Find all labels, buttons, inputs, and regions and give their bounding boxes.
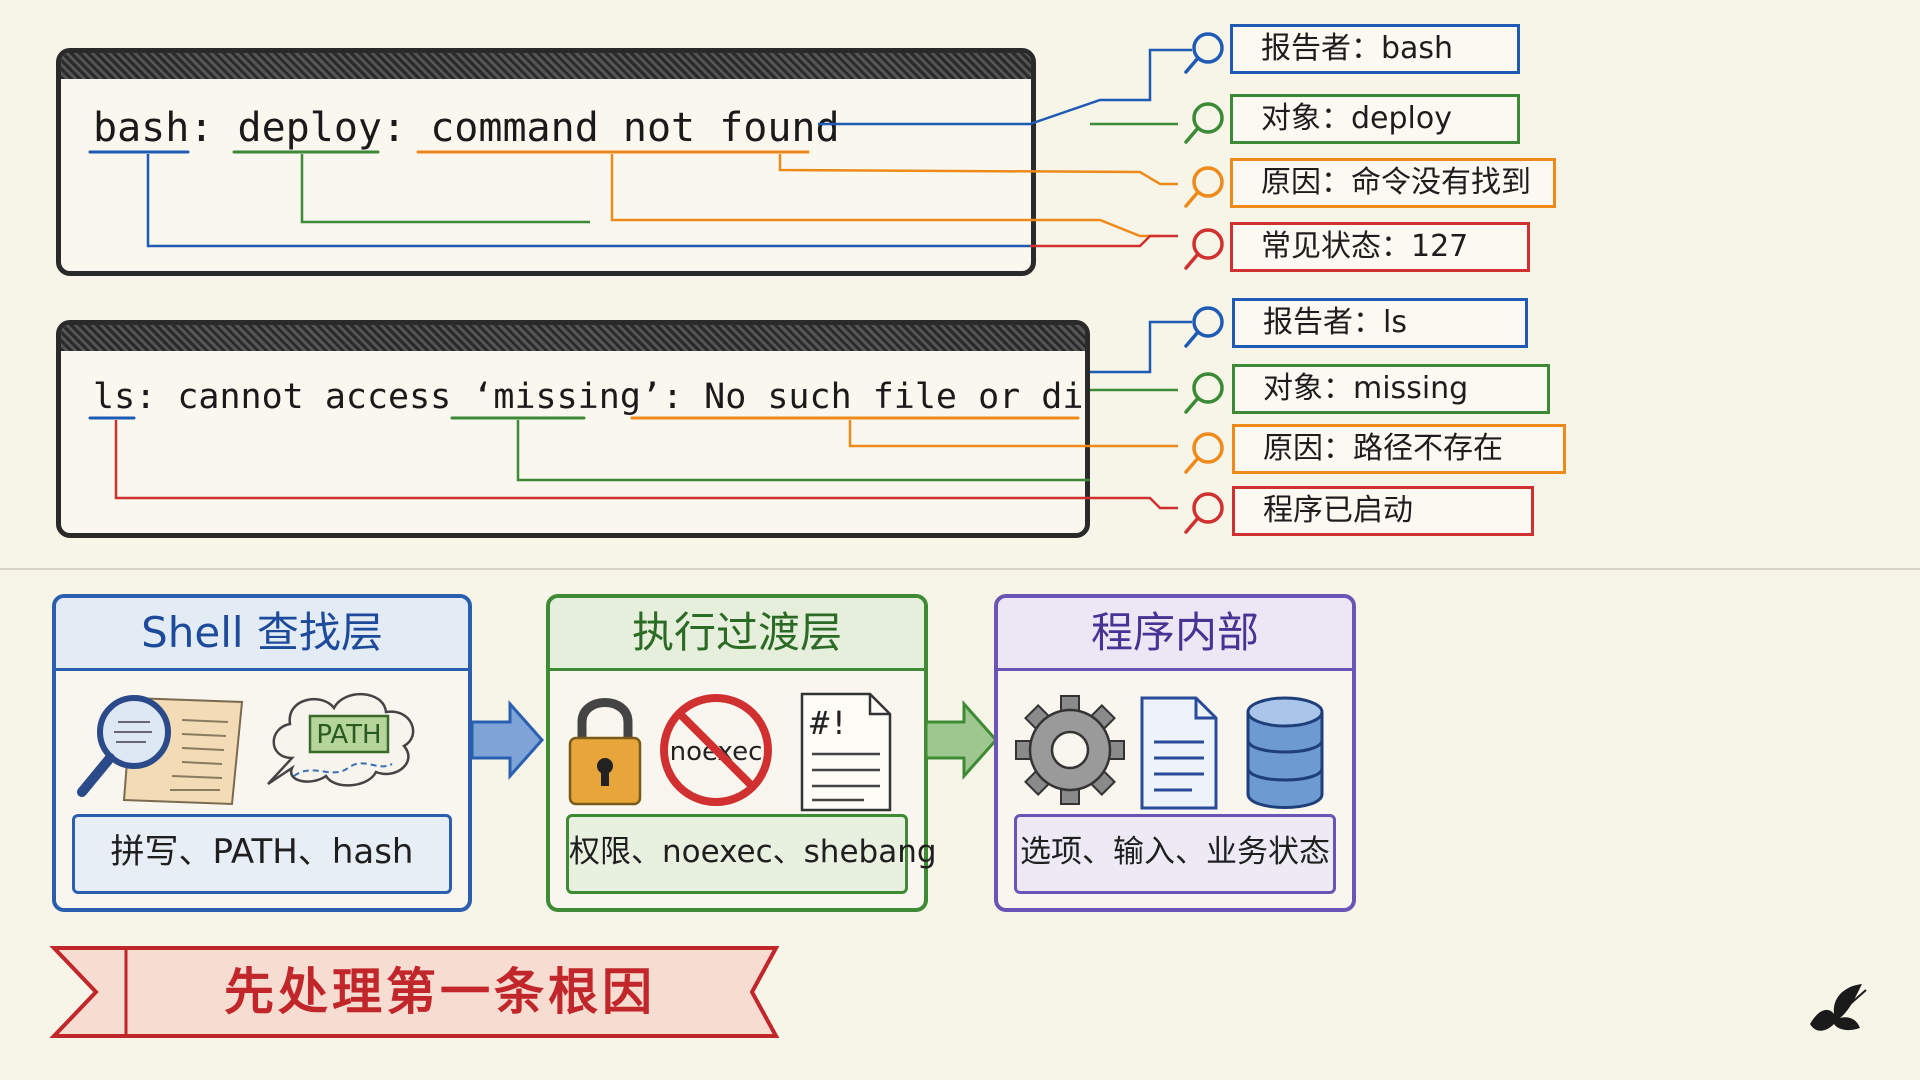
layer-title: Shell 查找层 (56, 598, 468, 671)
layer-panel-shell-lookup: Shell 查找层 PATH 拼写、PATH、hash (52, 594, 472, 912)
connector-reason-1 (778, 154, 1178, 186)
callout-status-127: 常见状态：127 (1230, 222, 1530, 272)
magnifier-icon (1184, 228, 1224, 270)
magnifier-icon (1184, 166, 1224, 208)
path-cloud-icon: PATH (267, 693, 415, 787)
layer-footer: 拼写、PATH、hash (72, 814, 452, 894)
terminal-window-bash: bash: deploy: command not found (56, 48, 1036, 276)
connector-status-1 (1030, 234, 1178, 248)
magnifier-icon (1184, 32, 1224, 74)
magnifier-icon (1184, 306, 1224, 348)
callout-reporter-ls: 报告者：ls (1232, 298, 1528, 348)
padlock-icon (568, 698, 642, 806)
callout-reason-path-missing: 原因：路径不存在 (1232, 424, 1566, 474)
ribbon-banner (49, 946, 780, 1038)
connector-reporter-1 (818, 48, 1192, 126)
error-prefix-bash: bash (93, 105, 190, 151)
terminal-command-line: ls: cannot access ‘missing’: No such fil… (93, 377, 1085, 417)
layer-footer: 权限、noexec、shebang (566, 814, 937, 894)
error-prefix-ls: ls (93, 377, 136, 417)
magnifier-icon (1184, 492, 1224, 534)
callout-program-started: 程序已启动 (1232, 486, 1534, 536)
program-internal-illustration (1015, 695, 1324, 810)
shebang-label: #! (810, 704, 849, 742)
error-message: command not found (430, 105, 840, 151)
terminal-window-ls: ls: cannot access ‘missing’: No such fil… (56, 320, 1090, 538)
callout-reason-not-found: 原因：命令没有找到 (1230, 158, 1556, 208)
magnifier-icon (1184, 432, 1224, 474)
magnifier-document-icon (77, 695, 244, 806)
error-object-deploy: deploy (237, 105, 383, 151)
layer-footer: 选项、输入、业务状态 (1014, 814, 1336, 894)
layer-panel-exec-transition: 执行过渡层 noexec #! 权限、noexec、shebang (546, 594, 937, 912)
noexec-prohibited-icon: noexec (660, 694, 772, 806)
arrow-right-icon (470, 700, 545, 780)
error-message: No such file or directory (704, 377, 1085, 417)
butterfly-logo-icon (1810, 984, 1867, 1031)
error-object-missing: ‘missing’ (472, 377, 662, 417)
callout-object-missing: 对象：missing (1232, 364, 1550, 414)
error-middle-text: cannot access (177, 377, 452, 417)
connector-reason-2 (848, 420, 1178, 448)
separator: : (135, 377, 157, 417)
separator: : (382, 105, 407, 151)
shell-lookup-illustration: PATH (77, 693, 415, 806)
terminal-command-line: bash: deploy: command not found (93, 105, 840, 151)
exec-transition-illustration: noexec #! (568, 692, 892, 812)
connector-reporter-2 (1090, 320, 1192, 374)
shebang-document-icon: #! (800, 692, 892, 812)
arrow-right-icon (924, 700, 999, 780)
magnifier-icon (1184, 102, 1224, 144)
banner-text: 先处理第一条根因 (224, 962, 656, 1021)
section-divider (0, 568, 1920, 570)
terminal-titlebar (61, 325, 1085, 351)
separator: : (661, 377, 684, 417)
layer-title: 执行过渡层 (550, 598, 924, 671)
magnifier-icon (1184, 372, 1224, 414)
callout-object-deploy: 对象：deploy (1230, 94, 1520, 144)
terminal-titlebar (61, 53, 1031, 79)
database-icon (1246, 696, 1324, 809)
callout-reporter-bash: 报告者：bash (1230, 24, 1520, 74)
connector-started-2 (114, 420, 1178, 510)
layer-title: 程序内部 (998, 598, 1352, 671)
gear-icon (1015, 695, 1125, 805)
separator: : (189, 105, 214, 151)
document-icon (1140, 696, 1218, 810)
path-label: PATH (316, 720, 381, 750)
layer-panel-program-internal: 程序内部 选项、输入、业务状态 (994, 594, 1356, 912)
